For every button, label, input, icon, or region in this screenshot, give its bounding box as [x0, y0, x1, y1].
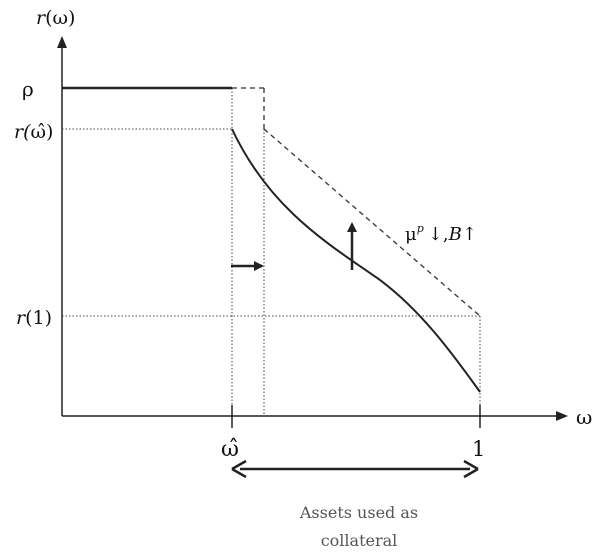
x-tick-label-one: 1: [472, 437, 485, 461]
x-axis-arrowhead: [556, 411, 568, 421]
collateral-range-arrow: [231, 459, 479, 479]
x-axis-label: ω: [576, 405, 592, 429]
parameter-change-annotation: μp↓,B↑: [405, 222, 477, 245]
y-tick-r-omega-hat: r(ω̂): [14, 121, 53, 143]
caption-line-1: Assets used as: [299, 503, 418, 522]
shifted-dashed-curve: [232, 87, 481, 317]
y-axis-label: r(ω): [36, 7, 75, 29]
caption-line-2: collateral: [321, 531, 398, 550]
y-tick-r-one: r(1): [16, 307, 52, 329]
y-axis-arrowhead: [57, 36, 67, 48]
r-omega-curve: [231, 128, 481, 393]
dotted-guides: [62, 88, 481, 416]
y-tick-rho: ρ: [22, 77, 34, 101]
x-tick-label-omega-hat: ω̂: [221, 437, 239, 462]
